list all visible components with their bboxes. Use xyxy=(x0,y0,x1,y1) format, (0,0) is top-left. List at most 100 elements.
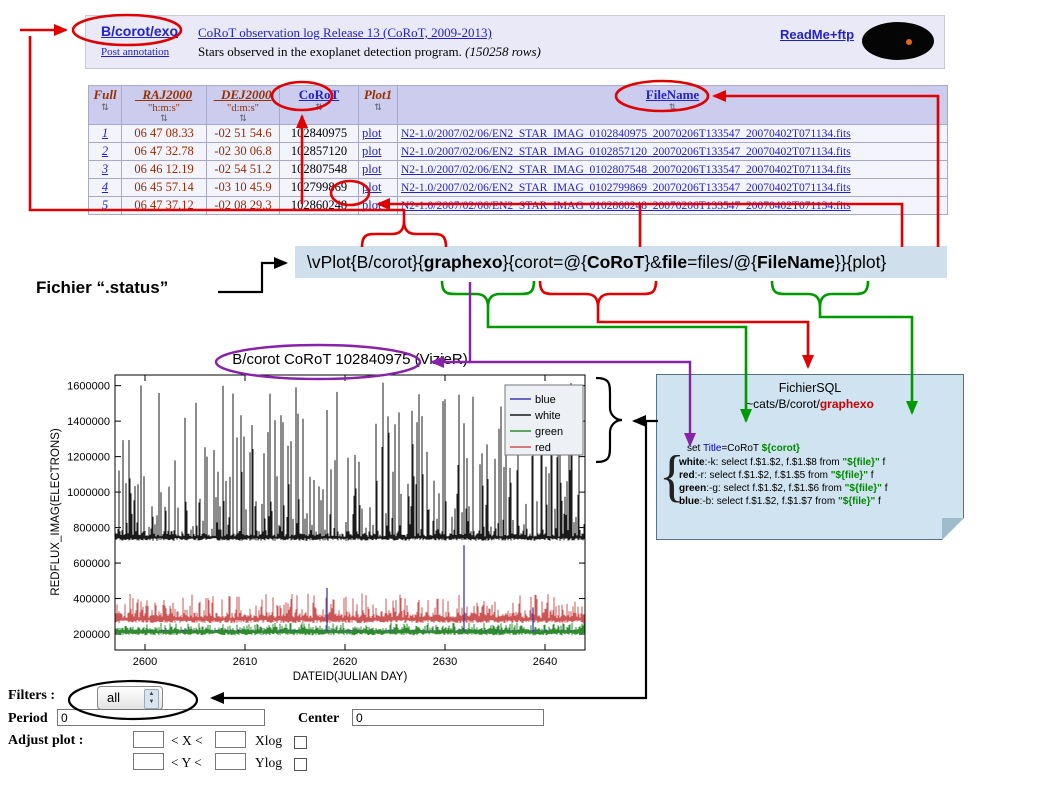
adjust-plot-label: Adjust plot : xyxy=(8,733,84,748)
corot-id-cell: 102857120 xyxy=(279,142,359,161)
column-label[interactable]: _RAJ2000 xyxy=(135,87,193,102)
sort-icon[interactable]: ⇅ xyxy=(315,102,323,112)
sort-icon[interactable]: ⇅ xyxy=(668,102,677,112)
dec-value: -02 51 54.6 xyxy=(214,126,272,140)
y-tick-label: 1400000 xyxy=(67,416,110,428)
column-header-_raj2000[interactable]: _RAJ2000"h:m:s"⇅ xyxy=(121,85,207,125)
chart-title: B/corot CoRoT 102840975 (VizieR) xyxy=(232,351,467,368)
column-header-full: Full⇅ xyxy=(88,85,122,125)
ra-value: 06 47 32.78 xyxy=(134,144,194,158)
ra-value-cell: 06 45 57.14 xyxy=(121,178,207,197)
plot-link[interactable]: plot xyxy=(362,198,382,212)
stepper-up-icon[interactable]: ▲ xyxy=(148,691,155,697)
legend-label-white: white xyxy=(534,410,561,422)
row-index-link-cell: 5 xyxy=(88,196,122,215)
ra-value: 06 46 12.19 xyxy=(134,162,194,176)
post-annotation-link[interactable]: Post annotation xyxy=(101,46,170,58)
column-label[interactable]: CoRoT xyxy=(298,87,340,102)
row-index-link[interactable]: 3 xyxy=(101,162,109,176)
x-tick-label: 2630 xyxy=(433,656,457,668)
filename-link[interactable]: N2-1.0/2007/02/06/EN2_STAR_IMAG_01027998… xyxy=(401,182,851,194)
y-tick-label: 1600000 xyxy=(67,381,110,393)
corot-id-cell: 102799869 xyxy=(279,178,359,197)
ra-value: 06 47 37.12 xyxy=(134,198,194,212)
dec-value: -02 30 06.8 xyxy=(214,144,272,158)
annotation-brace-bcorot xyxy=(360,220,448,248)
column-header-_dej2000[interactable]: _DEJ2000"d:m:s"⇅ xyxy=(206,85,280,125)
dec-value-cell: -02 30 06.8 xyxy=(206,142,280,161)
plot-link[interactable]: plot xyxy=(362,126,382,140)
row-index-link[interactable]: 5 xyxy=(101,198,109,212)
period-label: Period xyxy=(8,711,48,726)
dec-value-cell: -03 10 45.9 xyxy=(206,178,280,197)
plot-link[interactable]: plot xyxy=(362,144,382,158)
x-min-input[interactable] xyxy=(133,731,164,748)
plot-link-cell: plot xyxy=(358,178,398,197)
column-header-plot1: Plot1⇅ xyxy=(358,85,398,125)
filename-link[interactable]: N2-1.0/2007/02/06/EN2_STAR_IMAG_01028409… xyxy=(401,128,851,140)
annotation-brace-corot-param xyxy=(538,280,658,308)
ra-value-cell: 06 47 37.12 xyxy=(121,196,207,215)
column-label[interactable]: FileName xyxy=(645,87,700,102)
x-tick-label: 2620 xyxy=(333,656,357,668)
dec-value-cell: -02 08 29.3 xyxy=(206,196,280,215)
filename-link-cell: N2-1.0/2007/02/06/EN2_STAR_IMAG_01028075… xyxy=(397,160,948,179)
sql-line-0: white:-k: select f.$1.$2, f.$1.$8 from "… xyxy=(679,457,886,468)
x-max-input[interactable] xyxy=(215,731,246,748)
annotation-brace-graphexo xyxy=(440,280,536,308)
period-input[interactable] xyxy=(57,709,265,726)
dec-value-cell: -02 54 51.2 xyxy=(206,160,280,179)
filename-link[interactable]: N2-1.0/2007/02/06/EN2_STAR_IMAG_01028602… xyxy=(401,200,851,212)
corot-id-cell: 102840975 xyxy=(279,124,359,143)
stepper-down-icon[interactable]: ▼ xyxy=(148,699,155,705)
x-tick-label: 2640 xyxy=(533,656,557,668)
ra-value: 06 47 08.33 xyxy=(134,126,194,140)
ylog-label: Ylog xyxy=(255,755,282,770)
sort-icon[interactable]: ⇅ xyxy=(374,102,382,112)
sort-icon[interactable]: ⇅ xyxy=(239,113,247,123)
x-axis-label: DATEID(JULIAN DAY) xyxy=(293,671,408,683)
row-count: (150258 rows) xyxy=(465,44,541,59)
note-fold-flap xyxy=(942,518,964,540)
catalog-link[interactable]: B/corot/exo xyxy=(101,23,179,39)
note-title: FichierSQL xyxy=(778,381,842,395)
corot-id: 102799869 xyxy=(290,180,348,194)
logo-dot xyxy=(906,39,912,45)
xlog-checkbox[interactable] xyxy=(294,736,307,749)
xlog-label: Xlog xyxy=(255,733,282,748)
plot-link[interactable]: plot xyxy=(362,180,382,194)
catalog-title-link[interactable]: CoRoT observation log Release 13 (CoRoT,… xyxy=(198,25,492,40)
corot-id: 102840975 xyxy=(290,126,348,140)
center-input[interactable] xyxy=(352,709,544,726)
y-min-input[interactable] xyxy=(133,753,164,770)
row-index-link[interactable]: 1 xyxy=(101,126,109,140)
filename-link[interactable]: N2-1.0/2007/02/06/EN2_STAR_IMAG_01028571… xyxy=(401,146,851,158)
plot-link-cell: plot xyxy=(358,160,398,179)
column-header-filename[interactable]: FileName⇅ xyxy=(397,85,948,125)
filename-link-cell: N2-1.0/2007/02/06/EN2_STAR_IMAG_01028571… xyxy=(397,142,948,161)
readme-ftp-link[interactable]: ReadMe+ftp xyxy=(780,27,855,42)
row-index-link-cell: 3 xyxy=(88,160,122,179)
ylog-checkbox[interactable] xyxy=(294,758,307,771)
legend-label-red: red xyxy=(535,442,551,454)
row-index-link[interactable]: 4 xyxy=(101,180,109,194)
sort-icon[interactable]: ⇅ xyxy=(101,102,109,112)
plot-link-cell: plot xyxy=(358,124,398,143)
plot-link[interactable]: plot xyxy=(362,162,382,176)
corot-id: 102860248 xyxy=(290,198,348,212)
filters-label: Filters : xyxy=(8,688,56,703)
column-header-corot[interactable]: CoRoT⇅ xyxy=(279,85,359,125)
sql-line-1: red:-r: select f.$1.$2, f.$1.$5 from "${… xyxy=(679,470,874,481)
select-stepper-icon[interactable]: ▲ ▼ xyxy=(144,689,159,709)
filename-link-cell: N2-1.0/2007/02/06/EN2_STAR_IMAG_01027998… xyxy=(397,178,948,197)
column-label[interactable]: _DEJ2000 xyxy=(214,87,272,102)
filename-link[interactable]: N2-1.0/2007/02/06/EN2_STAR_IMAG_01028075… xyxy=(401,164,851,176)
row-index-link[interactable]: 2 xyxy=(101,144,109,158)
sort-icon[interactable]: ⇅ xyxy=(160,113,168,123)
table-row: 4 06 45 57.14-03 10 45.9 102799869 plot N2-1… xyxy=(88,178,948,197)
y-max-input[interactable] xyxy=(215,753,246,770)
filter-select[interactable]: all ▲ ▼ xyxy=(97,686,163,710)
